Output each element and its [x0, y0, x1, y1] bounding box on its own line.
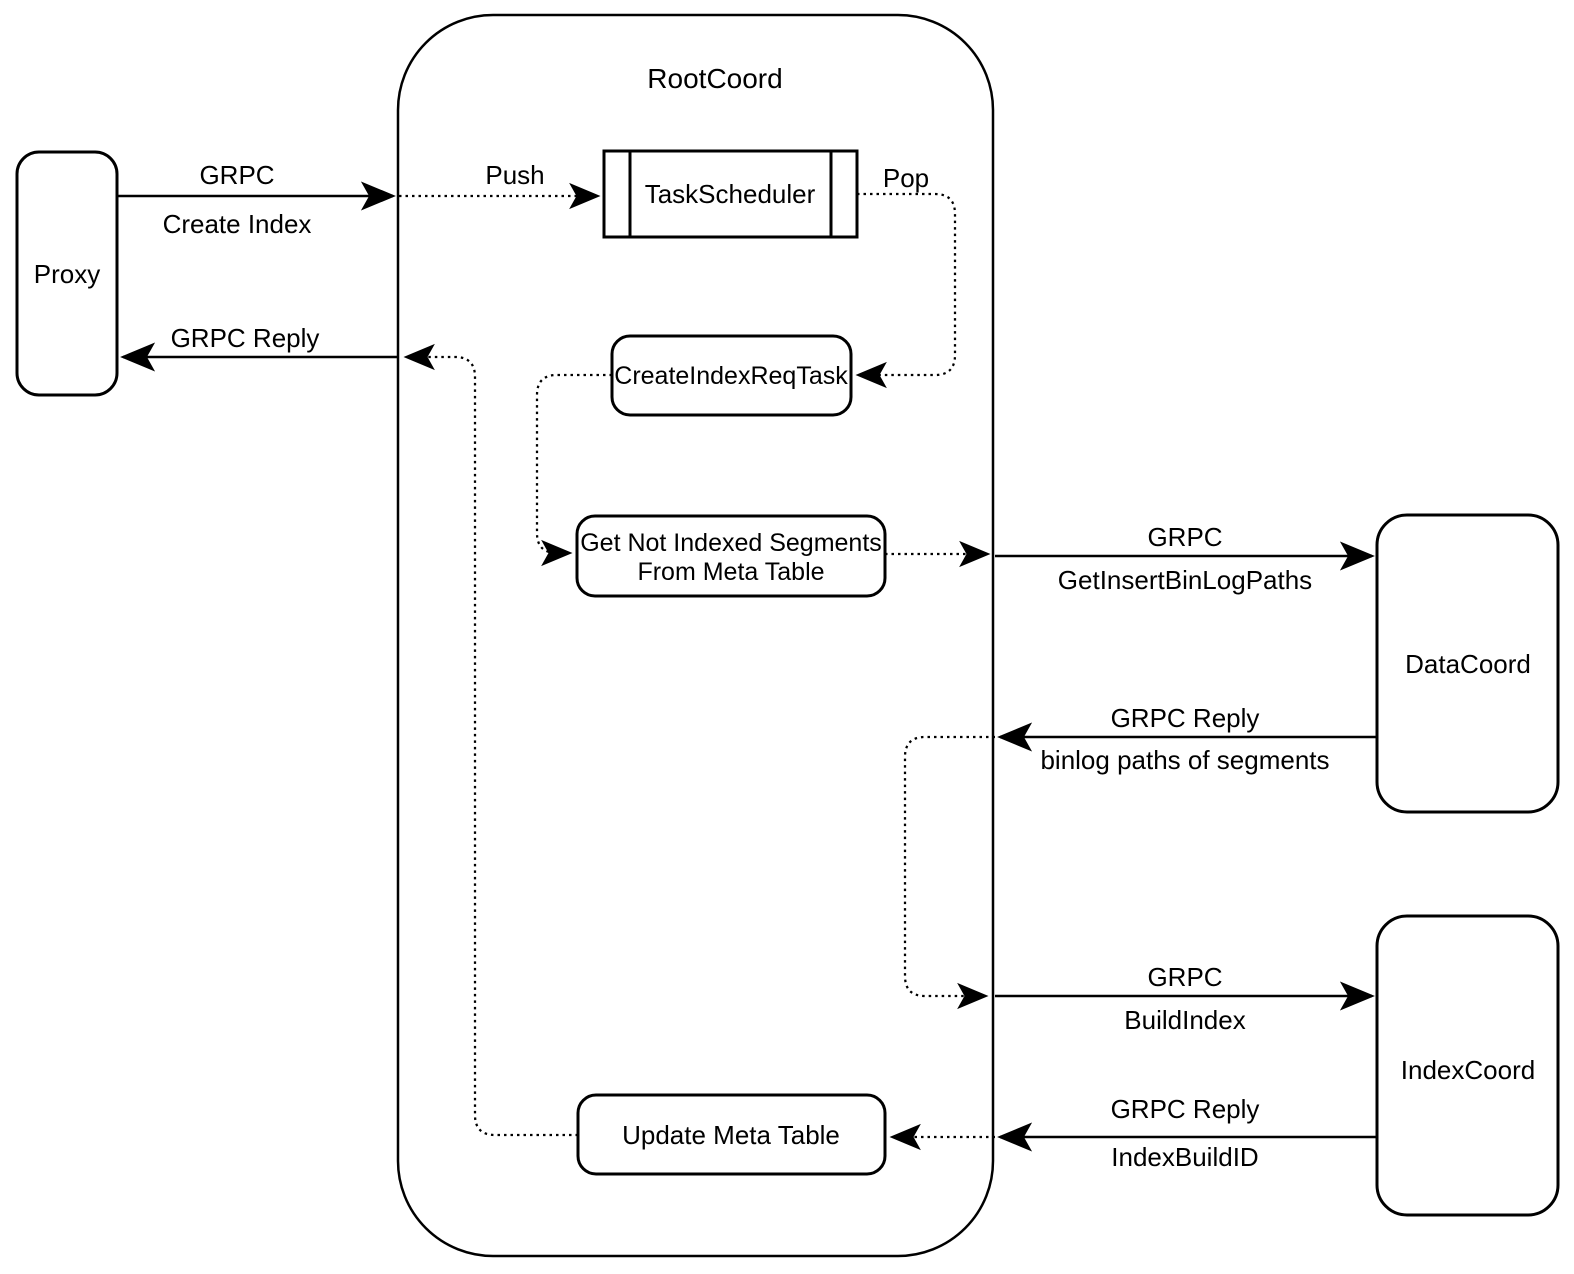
edge-getinsert-method-label: GetInsertBinLogPaths [1058, 565, 1312, 595]
get-not-indexed-segments-node [575, 514, 887, 598]
edge-binlog-reply-label: GRPC Reply [1111, 703, 1260, 733]
rootcoord-title: RootCoord [647, 63, 782, 94]
edge-proxy-grpc-label: GRPC [199, 160, 274, 190]
index-coord-label: IndexCoord [1401, 1055, 1535, 1085]
edge-indexbuild-reply-label: GRPC Reply [1111, 1094, 1260, 1124]
task-scheduler-label: TaskScheduler [645, 179, 816, 209]
create-index-req-task-label: CreateIndexReqTask [614, 362, 848, 390]
edge-push-label: Push [485, 160, 544, 190]
edge-task-to-get-segments [535, 373, 612, 567]
edge-buildindex-method-label: BuildIndex [1124, 1005, 1245, 1035]
proxy-node [15, 150, 119, 397]
edge-binlog-paths-label: binlog paths of segments [1040, 745, 1329, 775]
edge-reply-to-buildindex [903, 735, 995, 1010]
index-coord-node [1375, 914, 1560, 1217]
edge-getinsert-grpc-label: GRPC [1147, 522, 1222, 552]
edge-pop-label: Pop [883, 163, 929, 193]
edge-proxy-create-index-label: Create Index [163, 209, 312, 239]
get-not-indexed-segments-label-line1: Get Not Indexed Segments [580, 529, 882, 557]
rootcoord-container [396, 13, 995, 1258]
update-meta-table-label: Update Meta Table [622, 1120, 840, 1150]
get-not-indexed-segments-label-line2: From Meta Table [637, 558, 824, 586]
edge-buildindex-grpc-label: GRPC [1147, 962, 1222, 992]
proxy-label: Proxy [34, 259, 100, 289]
edge-update-meta-to-boundary [403, 343, 578, 1137]
edge-indexbuildid-label: IndexBuildID [1111, 1142, 1258, 1172]
data-coord-label: DataCoord [1405, 649, 1531, 679]
edge-pop [855, 192, 957, 389]
data-coord-node [1375, 513, 1560, 814]
task-scheduler-node [602, 149, 859, 239]
edge-grpc-reply-proxy-label: GRPC Reply [171, 323, 320, 353]
